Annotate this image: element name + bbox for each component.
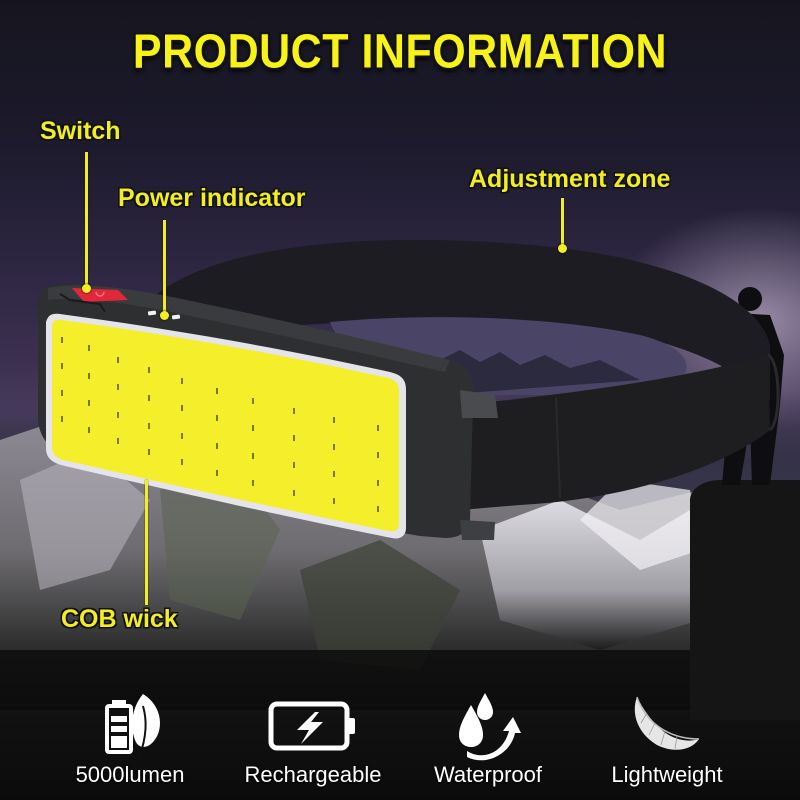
switch-leader-line (85, 152, 88, 288)
battery-leaf-icon (35, 690, 225, 762)
power-indicator-callout-label: Power indicator (118, 184, 306, 212)
feature-lightweight: Lightweight (572, 686, 762, 800)
feature-rechargeable: Rechargeable (218, 686, 408, 800)
power-indicator-marker-dot (160, 311, 169, 320)
switch-callout-label: Switch (40, 117, 121, 145)
cob-wick-callout-label: COB wick (61, 605, 178, 633)
adjustment-zone-callout-label: Adjustment zone (469, 165, 671, 193)
adjustment-zone-marker-dot (558, 244, 567, 253)
feather-icon (572, 690, 762, 762)
feature-label: 5000lumen (75, 762, 185, 787)
adjustment-zone-leader-line (561, 198, 564, 248)
battery-charging-icon (218, 690, 408, 762)
page-title: PRODUCT INFORMATION (132, 25, 668, 79)
headlamp-body (38, 283, 498, 540)
rocky-terrain (0, 420, 800, 710)
cliff-silhouette (690, 480, 800, 720)
power-indicator-leader-line (163, 220, 166, 315)
cob-wick-leader-line (145, 480, 148, 605)
feature-label: Waterproof (433, 762, 542, 787)
switch-marker-dot (82, 284, 91, 293)
feature-label: Lightweight (611, 762, 723, 787)
feature-row: 5000lumen Rechargeable Waterproof (0, 686, 800, 800)
feature-waterproof: Waterproof (393, 686, 583, 800)
feature-5000lumen: 5000lumen (35, 686, 225, 800)
feature-label: Rechargeable (244, 762, 382, 787)
water-drops-icon (393, 690, 583, 762)
